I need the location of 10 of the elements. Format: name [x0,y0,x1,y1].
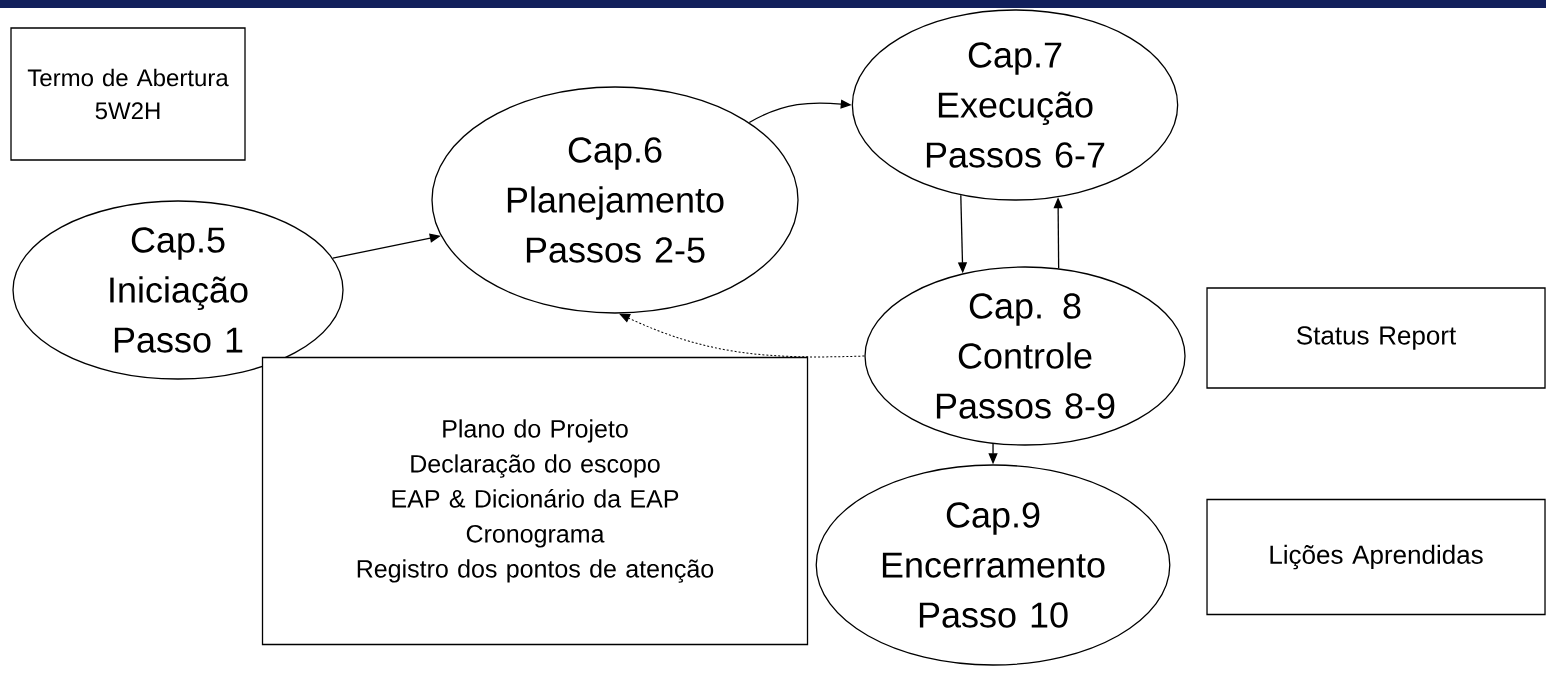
text-box: Status Report [1206,287,1546,389]
ellipse-node: Cap. 8 Controle Passos 8-9 [864,266,1186,446]
text-box: Lições Aprendidas [1206,498,1546,616]
ellipse-node: Cap.9 Encerramento Passo 10 [815,464,1171,666]
arrow [619,313,865,358]
text-box: Plano do Projeto Declaração do escopo EAP & Dicionário da EAP Cronograma Registro dos pontos de atenção [261,356,809,646]
text-box: Termo de Abertura 5W2H [10,27,246,161]
ellipse-node: Cap.5 Iniciação Passo 1 [12,200,344,380]
ellipse-node: Cap.6 Planejamento Passos 2-5 [431,86,799,314]
ellipse-node: Cap.7 Execução Passos 6-7 [851,9,1179,201]
